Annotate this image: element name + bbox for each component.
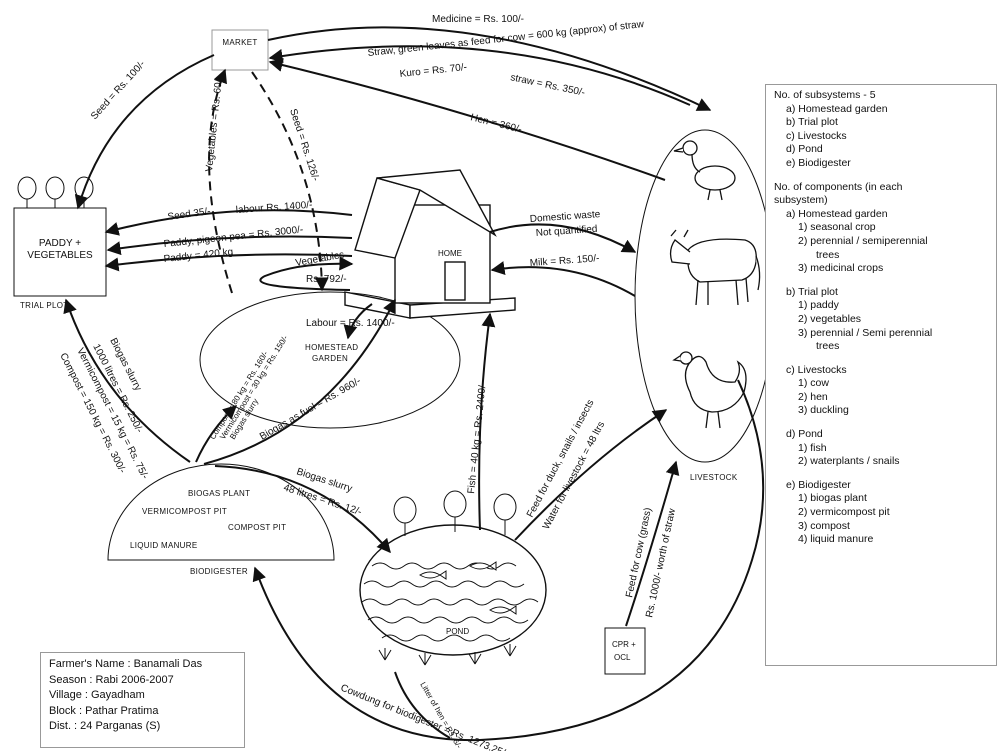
- arrow-seed-labour: [106, 210, 352, 232]
- pond-label: POND: [446, 627, 469, 636]
- label-straw: straw = Rs. 350/-: [509, 72, 585, 99]
- group-item: 1) paddy: [774, 299, 988, 313]
- tree-icon: [18, 177, 93, 208]
- label-labour-1400: labour Rs. 1400/-: [235, 200, 312, 216]
- farmer-info-box: Farmer's Name : Banamali Das Season : Ra…: [40, 652, 245, 748]
- home-label: HOME: [438, 249, 462, 258]
- label-vegetables-60: Vegetables = Rs. 60/-: [204, 76, 225, 173]
- biodigester-node: BIOGAS PLANT VERMICOMPOST PIT COMPOST PI…: [108, 464, 334, 576]
- label-milk: Milk = Rs. 150/-: [529, 253, 599, 269]
- hen-icon: [674, 352, 746, 428]
- group-item: 1) fish: [774, 442, 988, 456]
- component-group-trial: b) Trial plot 1) paddy 2) vegetables 3) …: [774, 286, 988, 354]
- group-item: 3) duckling: [774, 404, 988, 418]
- farmer-block: Block : Pathar Pratima: [49, 704, 236, 720]
- label-seed-100: Seed = Rs. 100/-: [89, 59, 148, 122]
- homestead-garden-label-1: HOMESTEAD: [305, 343, 358, 352]
- farmer-dist: Dist. : 24 Parganas (S): [49, 719, 236, 735]
- cow-icon: [671, 230, 760, 305]
- arrow-milk: [492, 267, 635, 296]
- group-item: 2) vegetables: [774, 313, 988, 327]
- livestock-label: LIVESTOCK: [690, 473, 738, 482]
- group-item: 2) waterplants / snails: [774, 455, 988, 469]
- subsystem-item: e) Biodigester: [774, 157, 988, 171]
- group-item: 3) perennial / Semi perennial: [774, 327, 988, 341]
- group-title: b) Trial plot: [774, 286, 988, 300]
- liquid-manure-label: LIQUID MANURE: [130, 541, 197, 550]
- cpr-label-2: OCL: [614, 653, 631, 662]
- group-item: 2) vermicompost pit: [774, 506, 988, 520]
- components-title-2: subsystem): [774, 194, 988, 208]
- flow-labels: Medicine = Rs. 100/- Straw, green leaves…: [57, 14, 678, 751]
- house-icon: HOME: [345, 170, 515, 318]
- subsystem-item: b) Trial plot: [774, 116, 988, 130]
- subsystems-list: a) Homestead garden b) Trial plot c) Liv…: [774, 103, 988, 171]
- duck-icon: [674, 141, 735, 200]
- label-vegetables-792: Rs. 792/-: [306, 274, 347, 285]
- group-item: 2) perennial / semiperennial: [774, 235, 988, 249]
- subsystem-item: c) Livestocks: [774, 130, 988, 144]
- component-group-biodigester: e) Biodigester 1) biogas plant 2) vermic…: [774, 479, 988, 547]
- vermicompost-pit-label: VERMICOMPOST PIT: [142, 507, 227, 516]
- tree-icon: [394, 491, 516, 536]
- component-group-homestead: a) Homestead garden 1) seasonal crop 2) …: [774, 208, 988, 276]
- arrow-hen-market: [270, 62, 665, 180]
- label-paddy-pigeon: Paddy, pigeon pea = Rs. 3000/-: [163, 224, 304, 250]
- compost-pit-label: COMPOST PIT: [228, 523, 286, 532]
- pond-node: POND: [360, 525, 546, 655]
- legend-panel: No. of subsystems - 5 a) Homestead garde…: [765, 84, 997, 666]
- farmer-season: Season : Rabi 2006-2007: [49, 673, 236, 689]
- label-kuro: Kuro = Rs. 70/-: [399, 62, 467, 80]
- label-medicine: Medicine = Rs. 100/-: [432, 14, 524, 25]
- label-fish: Fish = 40 kg = Rs. 2400/-: [466, 381, 489, 494]
- component-group-pond: d) Pond 1) fish 2) waterplants / snails: [774, 428, 988, 469]
- components-title-1: No. of components (in each: [774, 181, 988, 195]
- group-item: 3) medicinal crops: [774, 262, 988, 276]
- label-domestic-waste: Domestic waste: [529, 209, 601, 225]
- homestead-garden-label-2: GARDEN: [312, 354, 348, 363]
- cpr-node: CPR + OCL: [605, 628, 645, 674]
- trial-plot-caption: TRIAL PLOT: [20, 301, 69, 310]
- group-item: 2) hen: [774, 391, 988, 405]
- cpr-label-1: CPR +: [612, 640, 636, 649]
- subsystem-item: a) Homestead garden: [774, 103, 988, 117]
- group-title: c) Livestocks: [774, 364, 988, 378]
- group-title: a) Homestead garden: [774, 208, 988, 222]
- label-biogas-fuel: Biogas as fuel = Rs. 960/-: [258, 376, 363, 443]
- group-item: 1) cow: [774, 377, 988, 391]
- group-item: 1) biogas plant: [774, 492, 988, 506]
- group-item: 3) compost: [774, 520, 988, 534]
- label-hen: Hen = 360/-: [469, 112, 523, 135]
- biogas-plant-label: BIOGAS PLANT: [188, 489, 250, 498]
- trial-plot-node: PADDY + VEGETABLES TRIAL PLOT: [14, 208, 106, 310]
- group-item: trees: [774, 249, 988, 263]
- label-seed-35: Seed 35/-: [167, 206, 211, 223]
- market-label: MARKET: [222, 38, 257, 47]
- subsystems-title: No. of subsystems - 5: [774, 89, 988, 103]
- group-item: 4) liquid manure: [774, 533, 988, 547]
- farmer-village: Village : Gayadham: [49, 688, 236, 704]
- group-item: 1) seasonal crop: [774, 221, 988, 235]
- label-labour-garden: Labour = Rs. 1400/-: [306, 318, 395, 329]
- farmer-name: Farmer's Name : Banamali Das: [49, 657, 236, 673]
- group-item: trees: [774, 340, 988, 354]
- arrow-seed-trial: [78, 55, 214, 208]
- market-node: MARKET: [212, 30, 268, 70]
- trial-plot-label-1: PADDY +: [39, 238, 81, 249]
- subsystem-item: d) Pond: [774, 143, 988, 157]
- component-group-livestock: c) Livestocks 1) cow 2) hen 3) duckling: [774, 364, 988, 418]
- biodigester-label: BIODIGESTER: [190, 567, 248, 576]
- label-not-quantified: Not quantified: [535, 224, 597, 239]
- label-vegetables-home: Vegetables: [295, 250, 346, 269]
- trial-plot-label-2: VEGETABLES: [27, 250, 93, 261]
- group-title: d) Pond: [774, 428, 988, 442]
- group-title: e) Biodigester: [774, 479, 988, 493]
